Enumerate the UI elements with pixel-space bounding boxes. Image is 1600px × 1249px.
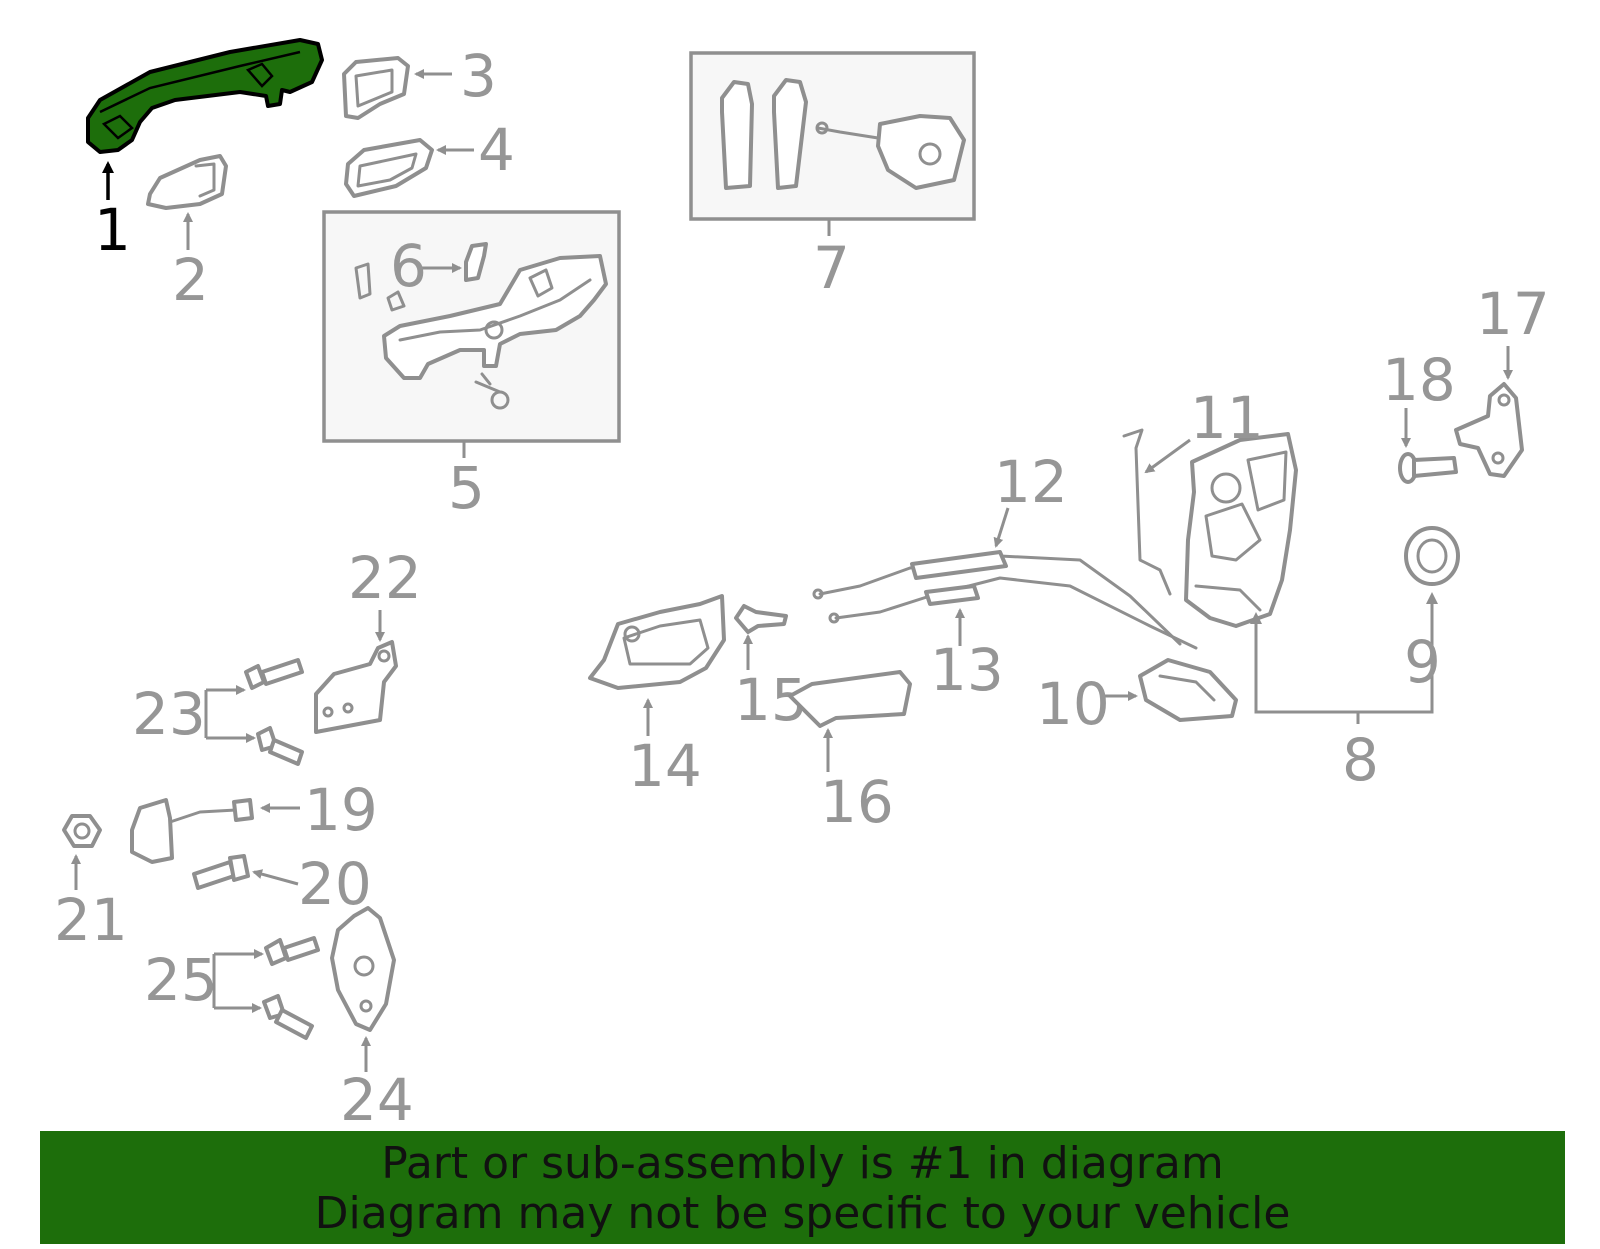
part-5-frame — [354, 254, 608, 410]
part-19-door-check — [130, 798, 254, 864]
callout-5: 5 — [448, 454, 485, 522]
callout-8: 8 — [1342, 726, 1379, 794]
callout-3: 3 — [460, 42, 497, 110]
callout-22: 22 — [348, 544, 422, 612]
callout-20: 20 — [298, 850, 372, 918]
part-13-cable — [828, 576, 1198, 650]
banner-line-2: Diagram may not be specific to your vehi… — [314, 1188, 1291, 1239]
part-6-clip — [464, 242, 488, 282]
part-15-clip — [734, 604, 788, 634]
part-4-gasket — [344, 138, 434, 198]
callout-14: 14 — [628, 732, 702, 800]
callout-4: 4 — [478, 116, 515, 184]
callout-25: 25 — [144, 946, 218, 1014]
part-1-outside-handle[interactable] — [86, 38, 324, 154]
callout-18: 18 — [1382, 346, 1456, 414]
callout-10: 10 — [1036, 670, 1110, 738]
callout-17: 17 — [1476, 280, 1550, 348]
part-17-striker — [1454, 382, 1524, 478]
callout-9: 9 — [1404, 628, 1441, 696]
part-16-bezel — [788, 670, 912, 728]
part-22-hinge — [314, 640, 398, 734]
part-23-bolts — [244, 658, 304, 766]
callout-2: 2 — [172, 246, 209, 314]
part-8-latch — [1184, 432, 1298, 628]
banner-line-1: Part or sub-assembly is #1 in diagram — [381, 1138, 1224, 1189]
callout-11: 11 — [1190, 384, 1264, 452]
part-24-lower-hinge — [330, 906, 396, 1032]
part-12-cable — [812, 550, 1182, 646]
part-3-cap — [342, 56, 410, 120]
part-20-bolt — [192, 854, 250, 890]
part-25-bolts — [262, 936, 320, 1040]
callout-23: 23 — [132, 680, 206, 748]
part-14-inside-handle — [588, 594, 726, 690]
part-11-rod — [1122, 428, 1172, 596]
callout-1[interactable]: 1 — [94, 196, 131, 264]
part-2-handle-pad — [146, 154, 228, 210]
callout-7: 7 — [813, 234, 850, 302]
callout-16: 16 — [820, 768, 894, 836]
callout-19: 19 — [304, 776, 378, 844]
callout-24: 24 — [340, 1066, 414, 1134]
part-10-cover — [1138, 658, 1238, 722]
callout-13: 13 — [930, 636, 1004, 704]
info-banner: Part or sub-assembly is #1 in diagram Di… — [40, 1131, 1565, 1244]
callout-6: 6 — [390, 232, 427, 300]
part-9-washer — [1404, 526, 1460, 586]
part-7-lock-cylinder — [720, 78, 966, 190]
callout-12: 12 — [994, 448, 1068, 516]
part-18-screw — [1398, 452, 1458, 484]
callout-21: 21 — [54, 886, 128, 954]
part-21-nut — [62, 814, 102, 848]
